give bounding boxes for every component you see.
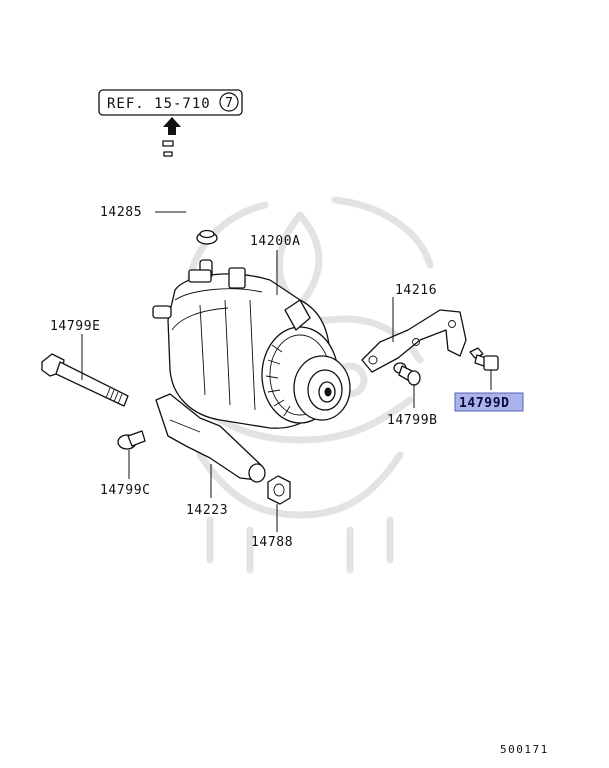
label-14799d[interactable]: 14799D xyxy=(459,396,510,411)
bolt-14799c[interactable] xyxy=(117,430,146,450)
bolt-14799e[interactable] xyxy=(41,353,129,407)
label-14223[interactable]: 14223 xyxy=(186,503,228,518)
label-14285[interactable]: 14285 xyxy=(100,205,142,220)
leader-lines xyxy=(81,211,492,532)
reference-text: REF. 15-710 xyxy=(107,96,211,112)
label-14799d-highlight[interactable]: 14799D xyxy=(454,392,524,412)
label-14799c[interactable]: 14799C xyxy=(100,483,151,498)
nut-14788[interactable] xyxy=(267,475,291,505)
up-arrow-icon xyxy=(163,117,181,135)
reference-circle-number: 7 xyxy=(225,96,233,111)
alternator-14200a[interactable] xyxy=(152,259,351,429)
label-14216[interactable]: 14216 xyxy=(395,283,437,298)
bracket-14216[interactable] xyxy=(361,309,467,373)
bolt-14799b[interactable] xyxy=(393,362,421,386)
label-14799b[interactable]: 14799B xyxy=(387,413,438,428)
hose-14285[interactable] xyxy=(162,140,218,245)
bolt-14799d[interactable] xyxy=(469,347,499,371)
label-14799e[interactable]: 14799E xyxy=(50,319,101,334)
diagram-number: 500171 xyxy=(500,743,549,756)
reference-box[interactable]: REF. 15-710 7 xyxy=(98,89,243,116)
label-14788[interactable]: 14788 xyxy=(251,535,293,550)
brace-14223[interactable] xyxy=(155,393,266,483)
label-14200a[interactable]: 14200A xyxy=(250,234,301,249)
